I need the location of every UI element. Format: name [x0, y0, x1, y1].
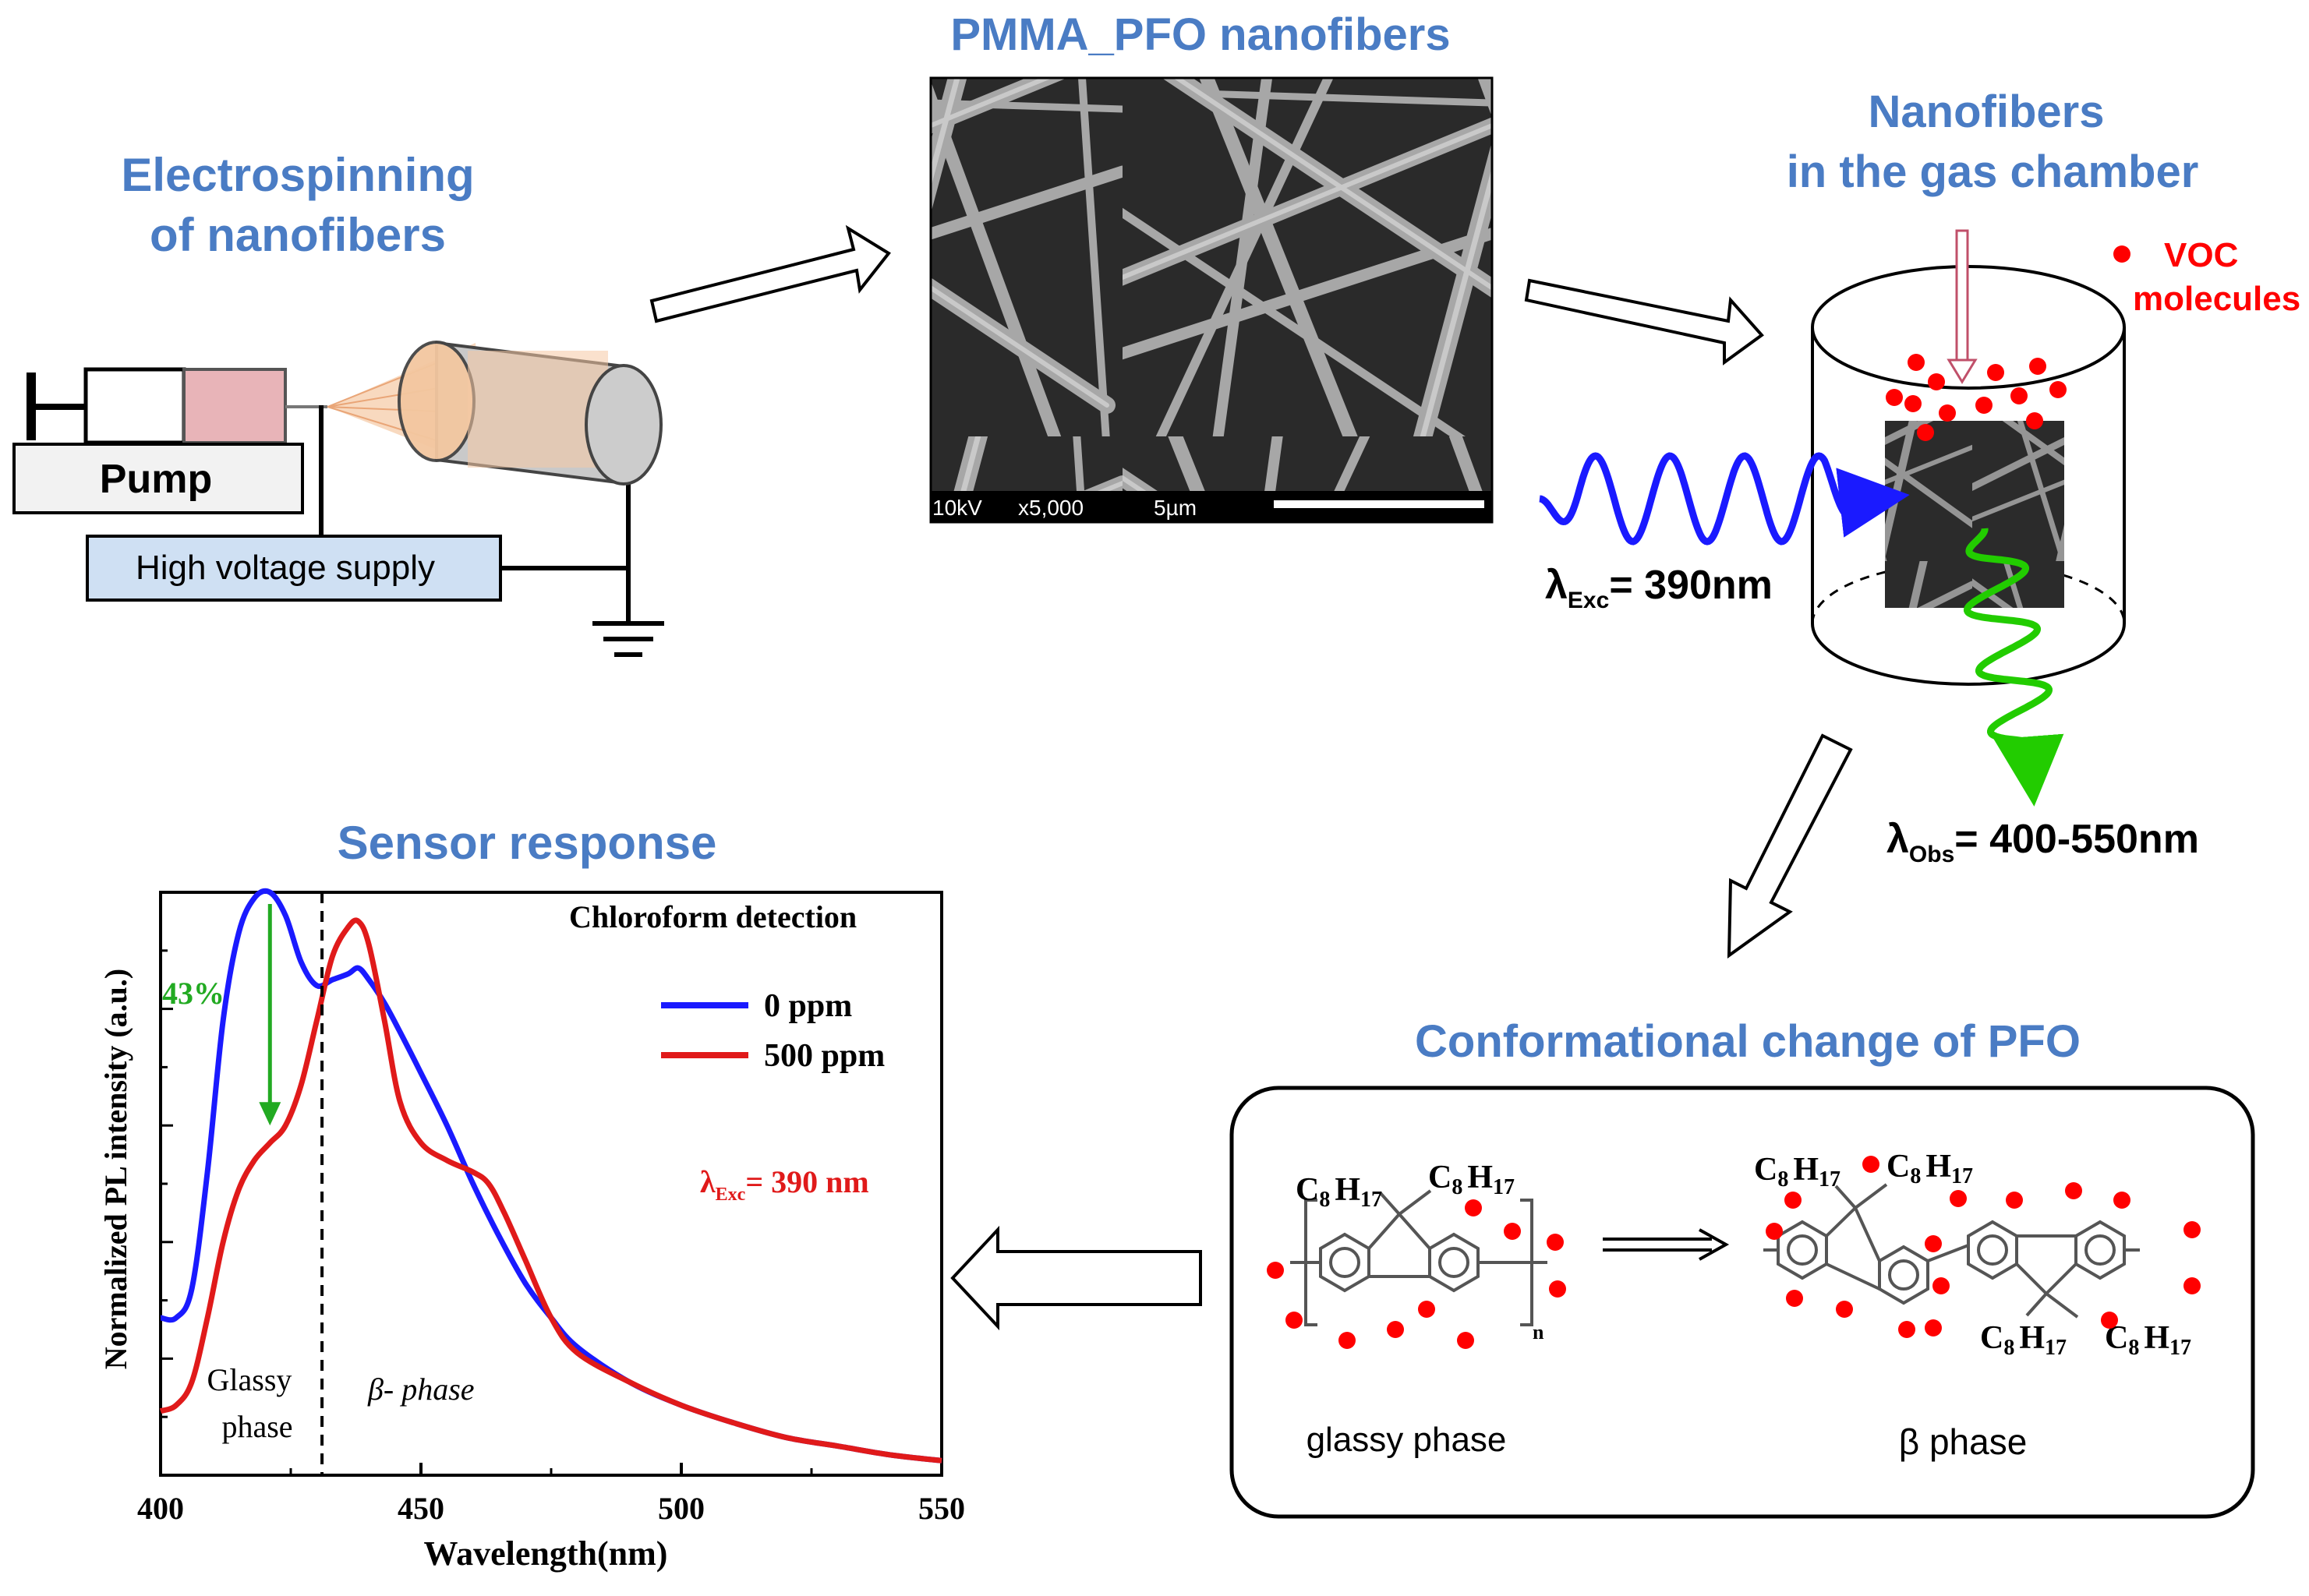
- voc-label-line1: VOC: [2164, 236, 2238, 274]
- beta-phase-label: β phase: [1899, 1421, 2028, 1462]
- excitation-wave: [1539, 452, 1910, 546]
- sem-scale-text: 5µm: [1154, 496, 1197, 520]
- arrow-to-sem: [649, 224, 891, 323]
- hv-supply-label: High voltage supply: [136, 549, 435, 587]
- arrow-to-chamber: [1524, 278, 1764, 365]
- syringe-barrel: [83, 367, 186, 445]
- region-right: β- phase: [367, 1372, 475, 1407]
- glassy-molecule: [1290, 1189, 1547, 1326]
- beta-voc-dots: [1766, 1156, 2201, 1338]
- chamber-sample: [1885, 421, 2064, 608]
- region-left-line2: phase: [221, 1409, 292, 1444]
- intensity-drop-arrowhead: [259, 1102, 281, 1126]
- pump-label: Pump: [100, 457, 212, 502]
- chamber-title-line2: in the gas chamber: [1787, 147, 2199, 197]
- legend-label-500ppm: 500 ppm: [764, 1038, 885, 1074]
- chart-exc-label: λExc= 390 nm: [700, 1164, 869, 1205]
- chamber-title-line1: Nanofibers: [1869, 87, 2105, 137]
- x-tick-label: 450: [398, 1491, 444, 1526]
- pl-chart: 400 450 500 550 43% Chloroform detection 0 …: [98, 888, 965, 1573]
- electrospinning-title-line2: of nanofibers: [150, 209, 446, 261]
- chart-title: Chloroform detection: [569, 899, 857, 934]
- obs-lambda: λObs= 400-550nm: [1886, 817, 2199, 867]
- x-tick-label: 400: [137, 1491, 184, 1526]
- arrow-to-conformation: [1727, 733, 1853, 959]
- sem-image: 10kV x5,000 5µm: [929, 76, 1494, 524]
- electrospinning-title-line1: Electrospinning: [121, 149, 474, 201]
- hv-supply-box: [86, 535, 502, 602]
- voc-legend-dot: [2113, 245, 2130, 263]
- glassy-phase-label: glassy phase: [1307, 1421, 1507, 1459]
- arrow-to-sensor: [950, 1225, 1202, 1331]
- region-left-line1: Glassy: [207, 1362, 292, 1397]
- conformation-title: Conformational change of PFO: [1415, 1016, 2081, 1067]
- drop-percent-label: 43%: [162, 976, 225, 1011]
- chart-ticks: 400 450 500 550: [137, 949, 965, 1526]
- gas-inlet-tip: [1947, 358, 1978, 384]
- syringe-solution: [182, 368, 287, 444]
- chart-series: [159, 888, 942, 1464]
- voc-dots: [1886, 354, 2067, 441]
- drum-back: [398, 341, 476, 462]
- conformation-box: [1229, 1086, 2255, 1519]
- conversion-arrow: [1603, 1228, 1730, 1261]
- sem-scale-bar: [1274, 500, 1484, 508]
- sem-voltage: 10kV: [932, 496, 982, 520]
- sem-micrograph: [929, 76, 1494, 524]
- drum-front: [585, 364, 663, 486]
- sem-magnification: x5,000: [1018, 496, 1084, 520]
- exc-lambda: λExc= 390nm: [1545, 563, 1773, 613]
- drum-fiber-coat: [468, 351, 608, 468]
- sensor-title: Sensor response: [338, 817, 717, 869]
- gas-chamber: VOC molecules λExc= 390nm λObs= 400-550n…: [1539, 229, 2300, 867]
- x-tick-label: 550: [918, 1491, 965, 1526]
- y-axis-label: Normalized PL intensity (a.u.): [98, 969, 133, 1369]
- voc-label-line2: molecules: [2133, 280, 2300, 318]
- sem-title: PMMA_PFO nanofibers: [950, 9, 1450, 60]
- glassy-repeat-n: n: [1533, 1321, 1544, 1344]
- emission-wave: [1964, 528, 2064, 807]
- electrospinning-setup: Pump High voltage supply: [12, 341, 664, 657]
- x-tick-label: 500: [658, 1491, 705, 1526]
- legend-label-0ppm: 0 ppm: [764, 988, 852, 1024]
- pump-box: [12, 443, 304, 514]
- gas-inlet-pipe: [1955, 229, 1969, 365]
- glassy-voc-dots: [1267, 1199, 1566, 1349]
- series-line-500-ppm: [159, 917, 942, 1464]
- x-axis-label: Wavelength(nm): [424, 1534, 668, 1573]
- beta-molecule: [1763, 1183, 2140, 1319]
